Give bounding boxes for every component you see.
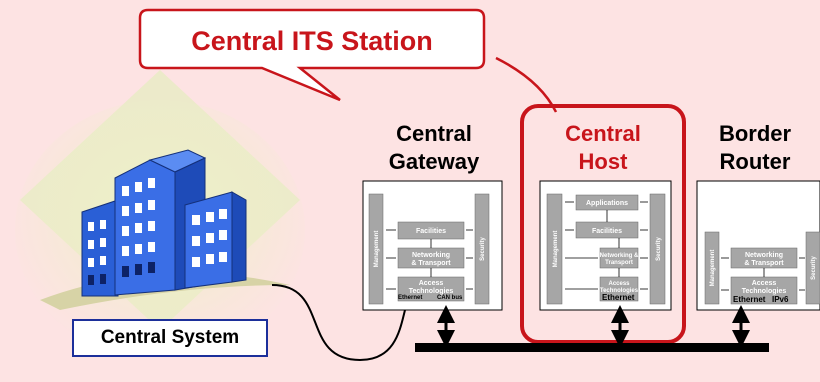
router-networking-line1: Networking — [745, 252, 783, 259]
callout-label: Central ITS Station — [191, 26, 433, 56]
callout-bubble — [138, 8, 486, 102]
host-networking-line1: Networking & — [600, 253, 639, 259]
host-security-label: Security — [656, 237, 662, 261]
host-facilities-label: Facilities — [592, 228, 622, 235]
host-port-ethernet: Ethernet — [602, 293, 635, 302]
gateway-node — [362, 180, 503, 311]
gateway-port-canbus: CAN bus — [437, 295, 463, 301]
gateway-port-ethernet: Ethernet — [398, 295, 422, 301]
central-system-label: Central System — [72, 319, 268, 357]
host-title-line1: Central — [565, 121, 641, 146]
network-bus — [415, 343, 769, 352]
gateway-security-label: Security — [480, 237, 486, 261]
gateway-management-label: Management — [374, 231, 380, 268]
gateway-facilities-label: Facilities — [416, 228, 446, 235]
router-access-line2: Technologies — [742, 288, 787, 295]
gateway-title-line1: Central — [396, 121, 472, 146]
gateway-networking-line2: & Transport — [411, 260, 451, 267]
callout-leader — [495, 56, 558, 113]
host-access-line2: Technologies — [600, 288, 639, 294]
router-title-line1: Border — [719, 121, 792, 146]
host-title-line2: Host — [579, 149, 629, 174]
host-highlight-frame — [520, 104, 686, 344]
system-cable — [271, 284, 406, 362]
router-management-label: Management — [710, 250, 716, 287]
router-port-ethernet: Ethernet — [733, 295, 766, 304]
router-networking-line2: & Transport — [744, 260, 784, 267]
host-management-label: Management — [553, 231, 559, 268]
router-security-label: Security — [811, 256, 817, 280]
router-node — [696, 180, 820, 311]
building-icon — [40, 149, 290, 310]
router-title-line2: Router — [720, 149, 791, 174]
router-port-ipv6: IPv6 — [772, 295, 789, 304]
router-access-line1: Access — [752, 280, 777, 287]
host-node — [539, 180, 672, 311]
host-networking-line2: Transport — [605, 260, 633, 266]
gateway-networking-line1: Networking — [412, 252, 450, 259]
host-access-line1: Access — [608, 281, 630, 287]
gateway-access-line1: Access — [419, 280, 444, 287]
gateway-access-line2: Technologies — [409, 288, 454, 295]
gateway-title-line2: Gateway — [389, 149, 480, 174]
host-applications-label: Applications — [586, 200, 628, 207]
